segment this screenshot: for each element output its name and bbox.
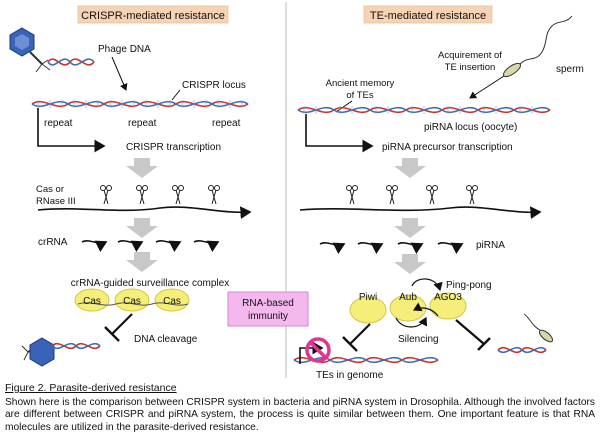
precursor-transcription-label: piRNA precursor transcription	[382, 142, 513, 153]
piwi-proteins	[349, 292, 467, 324]
stop-sign-icon	[305, 337, 331, 363]
acquirement-line2: TE insertion	[445, 62, 496, 73]
repeat-label-3: repeat	[212, 118, 241, 129]
phage-bottom-icon	[21, 337, 55, 367]
ancient-memory-line2: of TEs	[346, 90, 374, 101]
gray-flow-arrow-3	[126, 252, 158, 272]
left-header-box	[77, 5, 229, 24]
cas-blob-label-2: Cas	[123, 296, 141, 307]
right-header-box	[363, 5, 493, 24]
crispr-locus-label: CRISPR locus	[182, 80, 246, 91]
genome-dna-blue	[293, 356, 439, 364]
right-header: TE-mediated resistance	[370, 10, 486, 22]
crrna-label: crRNA	[38, 237, 68, 248]
phage-bottom-dna-blue	[51, 342, 101, 350]
phage-dna-strand-blue	[47, 58, 95, 66]
cas-label-line1: Cas or	[36, 184, 64, 195]
protein-label-piwi: Piwi	[359, 292, 377, 303]
immunity-box	[227, 291, 309, 327]
ping-pong-label: Ping-pong	[446, 280, 492, 291]
crispr-locus-dna	[31, 100, 249, 108]
ping-pong-arrow	[411, 278, 443, 292]
ago3-to-aub-arrow	[412, 302, 439, 317]
precursor-transcription-arrow	[305, 114, 374, 153]
cas-blob-label-1: Cas	[83, 296, 101, 307]
acquirement-line1: Acquirement of	[438, 50, 502, 61]
crrna-fragments	[81, 240, 220, 253]
cas-complex	[74, 288, 190, 312]
left-header: CRISPR-mediated resistance	[81, 10, 225, 22]
scissors-icon	[100, 185, 220, 205]
sperm-arrow	[469, 75, 505, 99]
inhibition-bar-right-2	[477, 337, 491, 351]
protein-label-ago3: AGO3	[434, 292, 462, 303]
cas-blob-label-3: Cas	[163, 296, 181, 307]
silencing-label: Silencing	[398, 334, 439, 345]
gray-flow-arrow-r1	[394, 158, 426, 178]
phage-dna-arrow	[111, 56, 128, 91]
crispr-locus-pointer	[171, 89, 181, 101]
gray-flow-arrow-r2	[394, 218, 426, 238]
ancient-memory-line1: Ancient memory	[326, 78, 395, 89]
ancient-memory-pointer	[335, 100, 353, 113]
inhibition-line-right-2	[455, 319, 485, 345]
pirna-label: piRNA	[476, 240, 505, 251]
cas-label-line2: RNase III	[36, 196, 76, 207]
surveillance-complex-label: crRNA-guided surveillance complex	[71, 278, 229, 289]
immunity-label-line1: RNA-based	[242, 298, 294, 309]
sperm-label: sperm	[556, 64, 584, 75]
immunity-label-line2: immunity	[248, 311, 288, 322]
repeat-label-2: repeat	[128, 118, 157, 129]
inhibition-line-right-1	[349, 323, 371, 345]
caption-title: Figure 2. Parasite-derived resistance	[5, 382, 177, 394]
pirna-locus-label: piRNA locus (oocyte)	[424, 122, 517, 133]
gray-flow-arrow-r3	[394, 254, 426, 274]
inhibition-bar-left	[104, 326, 120, 342]
left-panel: CRISPR-mediated resistance Phage DNA CRI…	[9, 5, 252, 367]
repeat-label-1: repeat	[44, 118, 73, 129]
gray-flow-arrow-2	[126, 218, 158, 238]
inhibition-line-left	[111, 313, 133, 335]
crispr-transcription-label: CRISPR transcription	[126, 142, 221, 153]
sperm-bottom-dna-blue	[497, 346, 547, 354]
right-panel: TE-mediated resistance Acquirement of TE…	[293, 5, 584, 380]
crispr-transcription-arrow	[37, 108, 106, 153]
pirna-precursor-rna	[299, 206, 542, 220]
scissors-icon-right	[346, 185, 478, 205]
caption-body: Shown here is the comparison between CRI…	[5, 397, 595, 433]
tes-in-genome-label: TEs in genome	[316, 370, 384, 380]
pirna-locus-dna	[297, 106, 551, 114]
immunity-box-group: RNA-based immunity	[227, 291, 309, 327]
gray-flow-arrow-1	[126, 158, 158, 178]
crispr-precursor-rna	[37, 206, 252, 220]
diagram-canvas: CRISPR-mediated resistance Phage DNA CRI…	[9, 2, 584, 380]
inhibition-bar-right-1	[342, 336, 358, 352]
ping-pong-return-arrow	[395, 316, 428, 328]
phage-dna-label: Phage DNA	[98, 44, 151, 55]
sperm-bottom-icon	[523, 313, 554, 343]
protein-label-aub: Aub	[399, 292, 417, 303]
dna-cleavage-label: DNA cleavage	[134, 334, 198, 345]
phage-icon	[9, 27, 51, 73]
pirna-fragments	[319, 242, 464, 255]
